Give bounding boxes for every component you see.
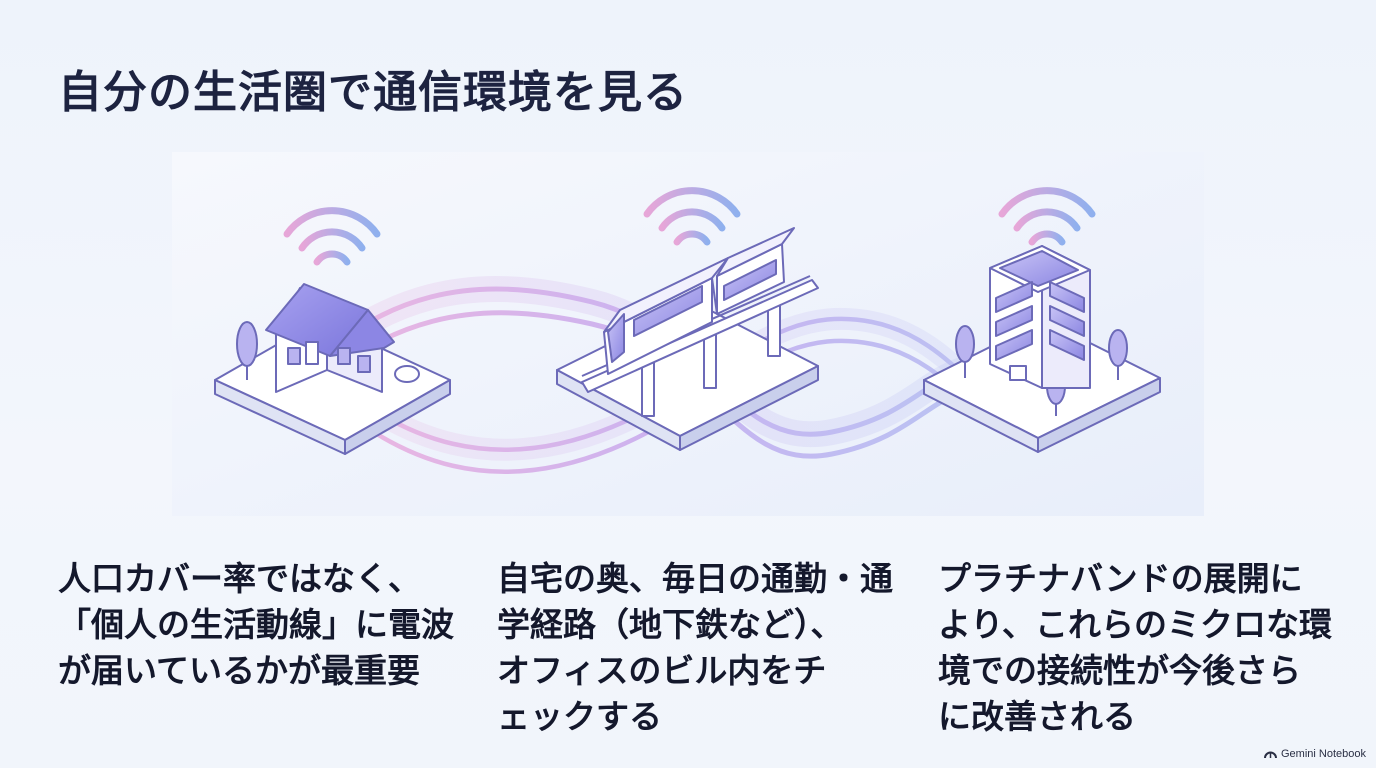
caption-platinum-band: プラチナバンドの展開に より、これらのミクロな環 境での接続性が今後さら に改善… — [938, 559, 1333, 736]
house-icon — [265, 283, 395, 393]
office-building-icon — [989, 245, 1091, 389]
wifi-signal-icon — [998, 187, 1096, 246]
caption-check-locations: 自宅の奥、毎日の通勤・通 学経路（地下鉄など）、 オフィスのビル内をチ ェックす… — [497, 559, 893, 736]
slide-title: 自分の生活圏で通信環境を見る — [58, 67, 688, 118]
train-scene — [556, 187, 819, 451]
train-icon — [603, 227, 795, 375]
lifestyle-network-illustration — [172, 152, 1204, 516]
wifi-signal-icon — [283, 207, 381, 266]
house-scene — [214, 207, 451, 455]
notebook-logo-icon — [1264, 751, 1277, 758]
office-scene — [923, 187, 1161, 453]
illustration-panel — [172, 152, 1204, 516]
caption-personal-route: 人口カバー率ではなく、 「個人の生活動線」に電波 が届いているかが最重要 — [58, 559, 454, 690]
watermark: Gemini Notebook — [1264, 748, 1366, 760]
watermark-text: Gemini Notebook — [1281, 748, 1366, 760]
wifi-signal-icon — [643, 187, 741, 246]
